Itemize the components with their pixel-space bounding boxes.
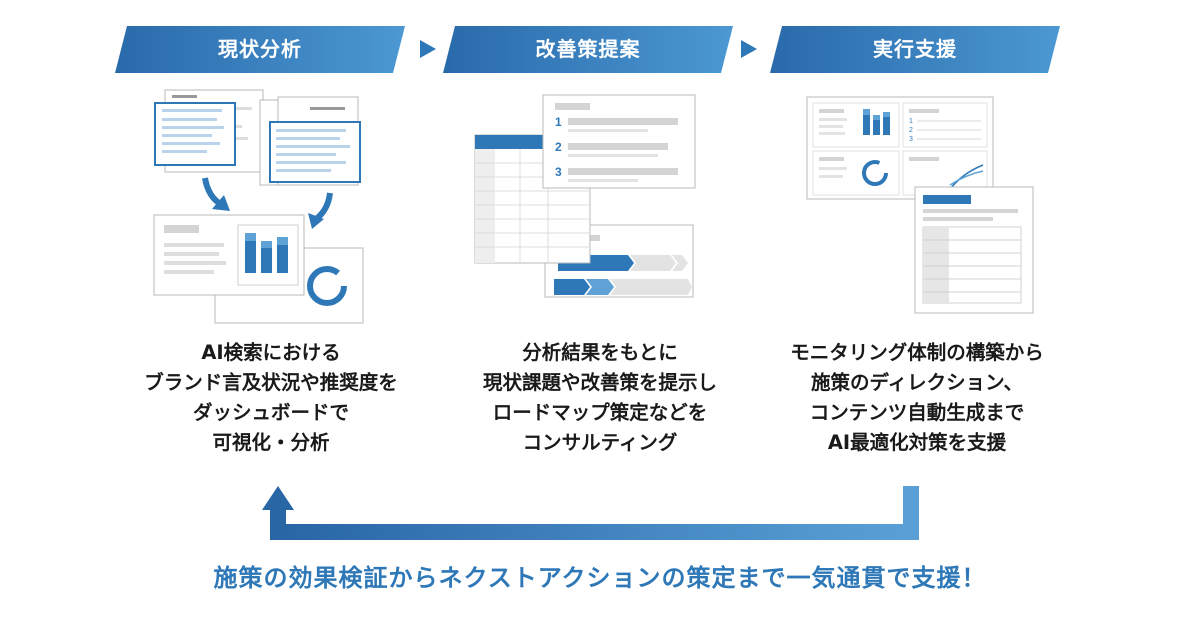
step-banner-proposal: 改善策提案 xyxy=(443,26,733,73)
step-title: 改善策提案 xyxy=(535,37,641,61)
list-number: 3 xyxy=(909,136,913,143)
description-line: コンサルティング xyxy=(522,431,678,454)
list-number: 1 xyxy=(555,115,562,129)
document-left xyxy=(154,89,264,173)
step-description-execution: モニタリング体制の構築から 施策のディレクション、 コンテンツ自動生成まで AI… xyxy=(752,338,1082,458)
description-line: 可視化・分析 xyxy=(212,431,330,454)
description-line: 現状課題や改善策を提示し xyxy=(482,371,717,394)
execution-illustration: 1 2 3 xyxy=(806,96,1034,314)
monitoring-dashboard: 1 2 3 xyxy=(806,96,994,200)
list-number: 2 xyxy=(909,127,913,134)
step-title: 現状分析 xyxy=(218,37,302,61)
proposal-illustration: 1 2 3 xyxy=(474,94,696,298)
banner-shape xyxy=(770,26,1060,73)
banner-shape xyxy=(115,26,405,73)
step-banner-execution: 実行支援 xyxy=(770,26,1060,73)
banner-shape xyxy=(443,26,733,73)
list-number: 1 xyxy=(909,118,913,125)
description-line: モニタリング体制の構築から xyxy=(790,341,1044,364)
description-line: 分析結果をもとに xyxy=(522,341,678,364)
description-line: AI最適化対策を支援 xyxy=(827,431,1007,454)
arrow-down-icon xyxy=(314,192,333,222)
report-card xyxy=(914,186,1034,314)
bottom-message: 施策の効果検証からネクストアクションの策定まで一気通貫で支援！ xyxy=(213,564,987,592)
step-description-analysis: AI検索における ブランド言及状況や推奨度を ダッシュボードで 可視化・分析 xyxy=(106,338,436,458)
loop-back-arrow-icon xyxy=(262,486,919,540)
chevron-right-icon xyxy=(741,40,757,62)
description-line: ロードマップ策定などを xyxy=(492,401,708,424)
analysis-illustration xyxy=(153,89,364,324)
chevron-right-icon xyxy=(420,40,436,62)
step-description-proposal: 分析結果をもとに 現状課題や改善策を提示し ロードマップ策定などを コンサルティ… xyxy=(435,338,765,458)
description-line: 施策のディレクション、 xyxy=(811,371,1023,394)
list-number: 2 xyxy=(555,140,562,154)
step-title: 実行支援 xyxy=(873,37,957,61)
dashboard-card xyxy=(153,214,364,324)
list-number: 3 xyxy=(555,165,562,179)
description-line: ダッシュボードで xyxy=(192,401,349,424)
description-line: AI検索における xyxy=(201,341,341,364)
description-line: ブランド言及状況や推奨度を xyxy=(144,371,398,394)
numbered-list-card: 1 2 3 xyxy=(542,94,696,189)
description-line: コンテンツ自動生成まで xyxy=(809,401,1025,424)
step-banner-analysis: 現状分析 xyxy=(115,26,405,73)
document-right xyxy=(259,96,361,186)
